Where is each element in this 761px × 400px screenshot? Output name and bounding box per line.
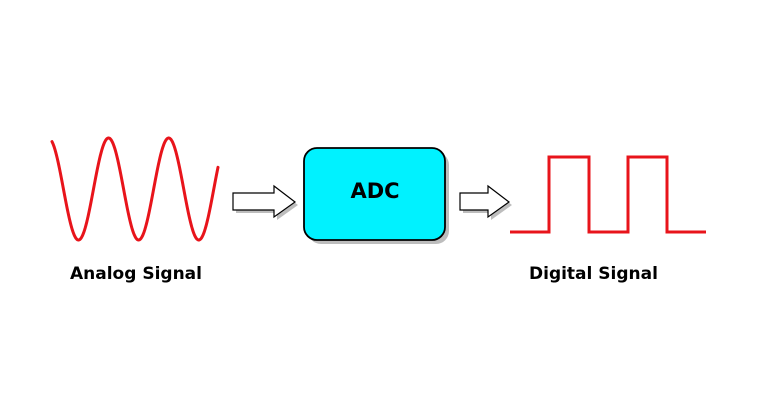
arrow-right (459, 184, 511, 219)
analog-signal-label: Analog Signal (70, 264, 202, 284)
adc-block (303, 147, 446, 241)
digital-signal-label: Digital Signal (529, 264, 658, 284)
adc-label: ADC (350, 179, 399, 203)
digital-signal-wave (510, 155, 706, 234)
analog-signal-wave (50, 136, 220, 242)
arrow-left (232, 184, 297, 219)
